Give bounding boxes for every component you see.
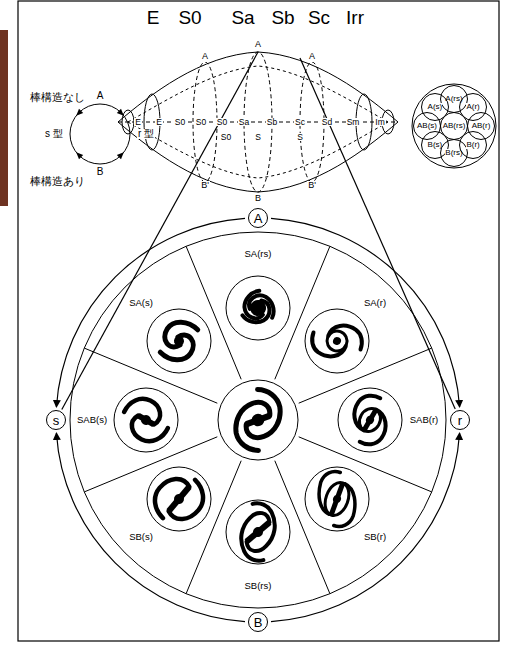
galaxy-image xyxy=(146,466,212,533)
galaxy-image xyxy=(224,498,292,567)
axis-label: S0 xyxy=(174,118,186,127)
axis-label: S xyxy=(254,133,262,142)
galaxy-frame xyxy=(114,388,178,452)
node-text: B(r) xyxy=(466,141,479,149)
sector-label: SB(rs) xyxy=(244,581,273,591)
axis-label: S0 xyxy=(216,118,228,127)
axis-label: Sd xyxy=(321,118,333,127)
node-text: A(r) xyxy=(466,103,479,111)
frame xyxy=(18,1,499,641)
arrowhead xyxy=(76,109,83,116)
node-text: AB(r) xyxy=(472,122,491,130)
ring-node: s xyxy=(46,410,66,430)
axis-label: Sc xyxy=(294,118,306,127)
sector-label: SB(s) xyxy=(128,532,154,542)
axis-label: Im xyxy=(374,118,385,127)
ring-node: A xyxy=(248,208,268,228)
arrowhead xyxy=(117,152,124,159)
arrowhead xyxy=(117,109,124,116)
rosette-circle: B(rs) xyxy=(440,139,468,167)
axis-label: s 型 xyxy=(44,129,64,140)
type-heading: Sb xyxy=(270,8,295,28)
sector-label: SB(r) xyxy=(363,532,387,542)
galaxy-frame xyxy=(226,276,290,340)
rosette-circle: A(rs) xyxy=(440,85,468,113)
rosette-circle: A(r) xyxy=(459,93,487,121)
sector-label: SAB(r) xyxy=(409,415,440,425)
axis-label: 棒構造なし xyxy=(29,92,86,104)
axis-label: A xyxy=(96,91,105,102)
classification-volume xyxy=(118,52,398,192)
rosette-outline xyxy=(412,84,496,168)
rosette-circle: AB(s) xyxy=(413,112,441,140)
node-text: A(s) xyxy=(428,103,443,111)
node-text: AB(s) xyxy=(417,122,437,130)
inner-contour xyxy=(128,66,388,122)
type-heading: S0 xyxy=(177,8,202,28)
galaxy-frame xyxy=(305,309,369,373)
rosette-circle: AB(r) xyxy=(467,112,495,140)
rosette-circle: AB(rs) xyxy=(440,112,468,140)
node-text: r xyxy=(458,414,462,427)
type-heading: Irr xyxy=(345,8,365,28)
node-text: s xyxy=(53,414,60,427)
galaxy-frame xyxy=(338,388,402,452)
axis-label: Sa xyxy=(238,118,250,127)
galaxy-image xyxy=(308,467,365,530)
galaxy-frame xyxy=(305,467,369,531)
galaxy-image xyxy=(225,384,292,455)
node-text: B xyxy=(254,616,263,629)
axis-label: S0 xyxy=(195,118,207,127)
type-heading: E xyxy=(146,8,161,28)
sector-label: SAB(s) xyxy=(76,415,108,425)
axis-label: E xyxy=(134,118,142,127)
node-text: A xyxy=(254,212,263,225)
galaxy-image xyxy=(116,392,175,448)
node-text: AB(rs) xyxy=(443,122,466,130)
axis-label: A xyxy=(201,52,209,61)
galaxy-frame xyxy=(218,380,298,460)
type-heading: Sc xyxy=(307,8,331,28)
axis-label: S xyxy=(296,133,304,142)
axis-label: A xyxy=(308,52,316,61)
axis-label: B' xyxy=(307,181,317,190)
volume-outline xyxy=(118,52,398,192)
ring-node: B xyxy=(248,612,268,632)
sector-spokes xyxy=(84,246,431,593)
galaxy-image xyxy=(307,316,366,366)
ring-arc xyxy=(56,218,245,407)
ring-node: r xyxy=(450,410,470,430)
axis-label: E xyxy=(155,118,163,127)
galaxy-frame xyxy=(147,309,211,373)
rosette-circle: B(r) xyxy=(459,131,487,159)
axis-label: r 型 xyxy=(137,129,155,140)
axis-label: S0 xyxy=(220,133,232,142)
ring-arc xyxy=(271,218,460,407)
axis-label: B xyxy=(96,167,105,178)
axis-label: B xyxy=(254,194,262,203)
galaxy-image xyxy=(341,390,398,451)
rosette-circle: A(s) xyxy=(421,93,449,121)
galaxy-image xyxy=(237,286,281,328)
leader-line xyxy=(300,58,455,409)
side-bar xyxy=(0,30,8,206)
axis-label: A xyxy=(254,40,262,49)
axis-label: Sm xyxy=(346,118,361,127)
axis-label: B' xyxy=(200,181,210,190)
ring-arc xyxy=(56,433,245,622)
sector-label: SA(rs) xyxy=(244,249,273,259)
leader-line xyxy=(62,52,258,410)
sector-label: SA(r) xyxy=(363,298,387,308)
axis-label: Sb xyxy=(266,118,278,127)
axis-label: 棒構造あり xyxy=(29,176,86,188)
section-circle xyxy=(70,232,446,608)
family-circle xyxy=(70,104,130,164)
galaxy-frames xyxy=(114,276,402,564)
galaxy-image xyxy=(154,318,204,365)
type-heading: Sa xyxy=(230,8,255,28)
sector-label: SA(s) xyxy=(128,298,154,308)
arrowhead xyxy=(76,152,83,159)
ring-arc xyxy=(271,433,460,622)
